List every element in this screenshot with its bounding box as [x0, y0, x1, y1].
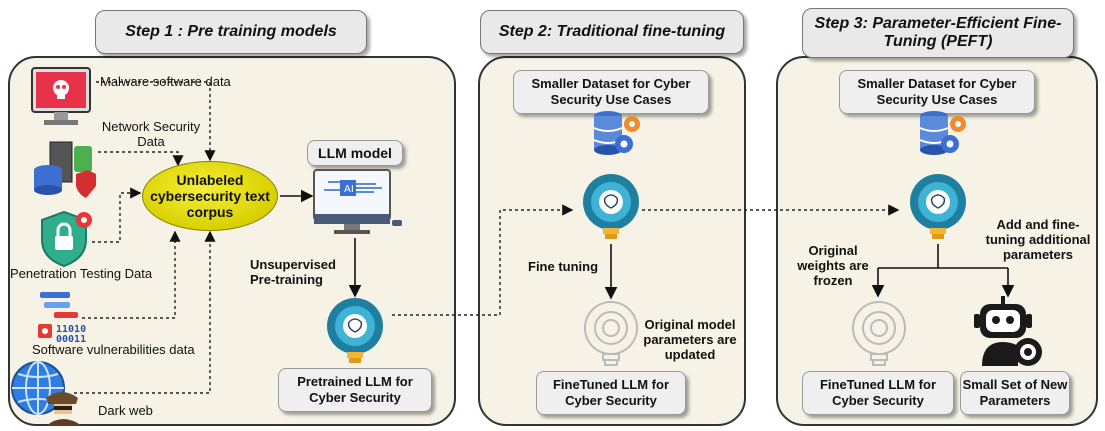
svg-text:AI: AI — [344, 184, 354, 195]
corpus-node: Unlabeled cybersecurity text corpus — [142, 161, 278, 231]
step3-title: Step 3: Parameter-Efficient Fine-Tuning … — [802, 8, 1074, 58]
dash-software — [82, 230, 181, 319]
brain-bulb-icon — [910, 174, 966, 239]
software-label: Software vulnerabilities data — [32, 342, 195, 357]
outline-bulb-icon — [852, 301, 906, 366]
dash-darkweb — [74, 230, 216, 394]
split-line — [878, 244, 1008, 269]
outline-bulb-icon — [584, 301, 638, 366]
dataset-box-step3: Smaller Dataset for Cyber Security Use C… — [839, 70, 1035, 114]
unsupervised-label: Unsupervised Pre-training — [250, 257, 336, 287]
code-vulnerability-icon: 11010 00011 — [38, 292, 86, 345]
dash-network — [98, 151, 184, 167]
darkweb-label: Dark web — [98, 403, 153, 418]
dash-pentest — [92, 187, 142, 243]
malware-monitor-icon — [31, 67, 91, 125]
robot-gear-icon — [974, 296, 1042, 366]
malware-label: Malware software data — [100, 74, 231, 89]
dash-pre-to-ft — [392, 204, 574, 316]
finetuned-box-step2: FineTuned LLM for Cyber Security — [536, 371, 686, 415]
llm-model-box: LLM model — [307, 140, 403, 166]
globe-hacker-icon — [11, 361, 82, 426]
database-gears-icon — [593, 111, 640, 155]
frozen-label: Original weights are frozen — [797, 243, 869, 288]
svg-text:11010: 11010 — [56, 324, 86, 335]
original-updated-label: Original model parameters are updated — [643, 317, 737, 362]
pentest-label: Penetration Testing Data — [10, 266, 153, 281]
brain-bulb-icon — [327, 298, 383, 363]
server-shield-icon — [34, 141, 96, 198]
svg-text:00011: 00011 — [56, 334, 86, 345]
add-params-label: Add and fine-tuning additional parameter… — [985, 217, 1091, 262]
small-set-box: Small Set of New Parameters — [960, 371, 1070, 415]
pretrained-llm-box: Pretrained LLM for Cyber Security — [278, 368, 432, 412]
fine-tuning-label: Fine tuning — [528, 259, 599, 274]
dataset-box-step2: Smaller Dataset for Cyber Security Use C… — [513, 70, 709, 114]
step2-title: Step 2: Traditional fine-tuning — [480, 10, 744, 54]
step1-title: Step 1 : Pre training models — [95, 10, 367, 54]
brain-bulb-icon — [583, 174, 639, 239]
network-label: Network Security Data — [101, 119, 201, 149]
finetuned-box-step3: FineTuned LLM for Cyber Security — [802, 371, 954, 415]
ai-monitor-icon: AI — [313, 169, 402, 234]
security-lock-shield-icon — [41, 210, 92, 268]
dash-malware — [96, 81, 216, 162]
database-gears-icon — [919, 111, 966, 155]
